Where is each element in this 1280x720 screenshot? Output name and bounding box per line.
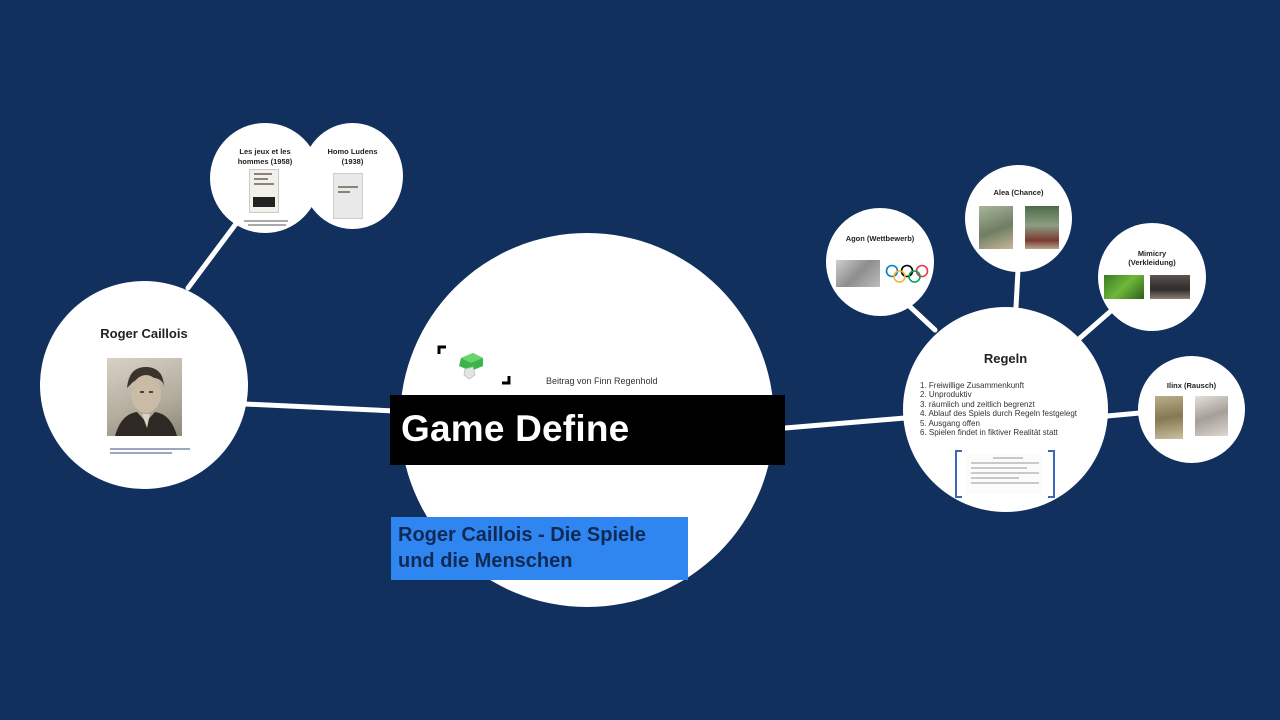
connector-regeln-ilinx <box>1104 410 1143 419</box>
book-caption-line <box>244 220 288 222</box>
les-jeux-circle[interactable]: Les jeux et les hommes (1958) <box>210 123 320 233</box>
document-scan <box>967 454 1043 494</box>
frame-bracket-left <box>955 450 962 498</box>
ilinx-photo-right <box>1195 396 1228 436</box>
rules-document-image[interactable] <box>955 450 1055 498</box>
book-caption-line <box>248 224 286 226</box>
ilinx-title: Ilinx (Rausch) <box>1166 381 1217 390</box>
homo-ludens-book-cover <box>333 173 363 219</box>
mimicry-costume-photo <box>1150 275 1190 299</box>
subtitle-box: Roger Caillois - Die Spiele und die Mens… <box>391 517 688 580</box>
title-banner: Game Define <box>390 395 785 465</box>
main-subtitle: Roger Caillois - Die Spiele und die Mens… <box>398 524 646 572</box>
rule-item: 3. räumlich und zeitlich begrenzt <box>920 399 1035 409</box>
author-credit: Beitrag von Finn Regenhold <box>546 376 658 386</box>
connector-roger-books <box>185 218 241 291</box>
connector-main-regeln <box>782 415 908 431</box>
rule-item: 1. Freiwillige Zusammenkunft <box>920 381 1025 390</box>
mimicry-title: Mimicry (Verkleidung) <box>1128 249 1176 267</box>
regeln-title: Regeln <box>983 351 1028 366</box>
alea-title: Alea (Chance) <box>993 188 1044 197</box>
alea-photo-left <box>979 206 1013 249</box>
les-jeux-title: Les jeux et les hommes (1958) <box>237 147 293 166</box>
connector-main-roger <box>242 401 398 414</box>
agon-title: Agon (Wettbewerb) <box>845 234 915 243</box>
agon-sport-photo <box>836 260 880 287</box>
mimicry-camouflage-photo <box>1104 275 1144 299</box>
regeln-circle[interactable]: Regeln 1. Freiwillige Zusammenkunft 2. U… <box>903 307 1108 512</box>
rule-item: 2. Unproduktiv <box>920 390 972 400</box>
les-jeux-book-cover <box>249 169 279 213</box>
prezi-logo <box>437 345 511 385</box>
homo-ludens-title: Homo Ludens (1938) <box>327 147 378 166</box>
rule-item: 6. Spielen findet in fiktiver Realität s… <box>920 428 1058 438</box>
connector-regeln-mimicry <box>1077 307 1115 341</box>
image-source-caption <box>110 448 195 456</box>
rule-item: 5. Ausgang offen <box>920 418 980 428</box>
homo-ludens-circle[interactable]: Homo Ludens (1938) <box>302 123 403 229</box>
main-title: Game Define <box>401 408 630 449</box>
alea-photo-right <box>1025 206 1059 249</box>
agon-circle[interactable]: Agon (Wettbewerb) <box>826 208 934 316</box>
ilinx-photo-left <box>1155 396 1183 439</box>
roger-caillois-photo <box>107 358 182 436</box>
rules-list: 1. Freiwillige Zusammenkunft 2. Unproduk… <box>920 381 1077 437</box>
frame-bracket-right <box>1048 450 1055 498</box>
roger-caillois-circle[interactable]: Roger Caillois <box>40 281 248 489</box>
rule-item: 4. Ablauf des Spiels durch Regeln festge… <box>920 409 1077 419</box>
roger-caillois-title: Roger Caillois <box>100 326 188 341</box>
olympic-rings-icon <box>884 264 930 284</box>
mimicry-circle[interactable]: Mimicry (Verkleidung) <box>1098 223 1206 331</box>
connector-regeln-alea <box>1013 267 1021 310</box>
ilinx-circle[interactable]: Ilinx (Rausch) <box>1138 356 1245 463</box>
alea-circle[interactable]: Alea (Chance) <box>965 165 1072 272</box>
